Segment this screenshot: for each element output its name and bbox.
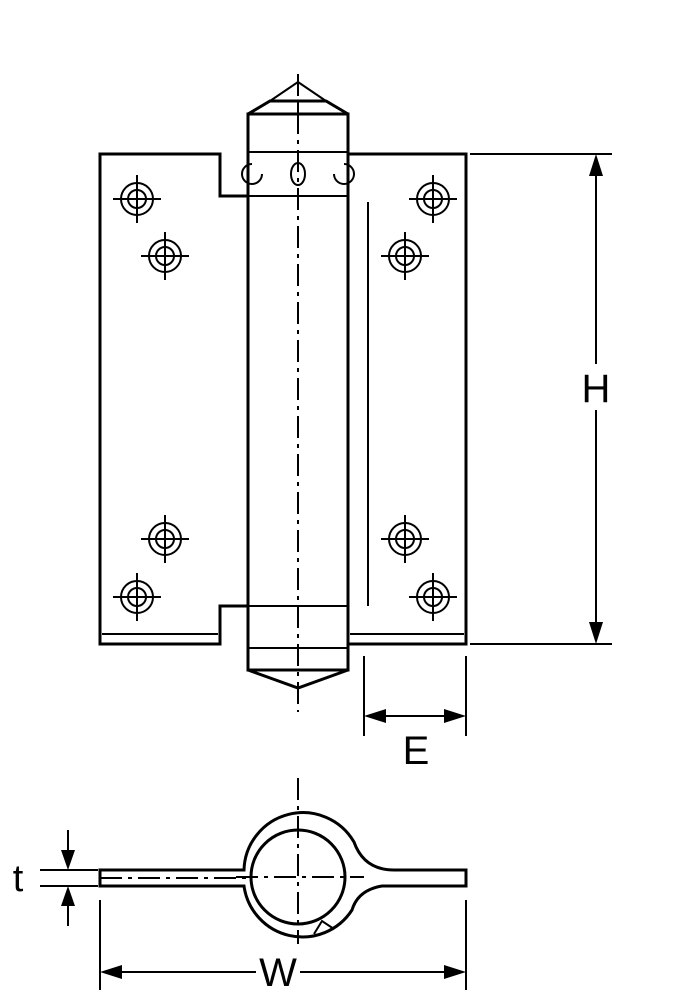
dimension-label-t: t <box>13 858 24 900</box>
dimension-width: W <box>99 900 467 995</box>
hinge-front-view <box>98 74 468 712</box>
screw-hole-icon <box>381 232 429 280</box>
screw-hole-icon <box>409 573 457 621</box>
dimension-leaf-offset: E <box>363 656 467 773</box>
screw-hole-icon <box>113 175 161 223</box>
arrowhead-up-icon <box>61 886 75 906</box>
dimension-label-e: E <box>403 729 430 773</box>
section-outline <box>98 811 468 939</box>
screw-hole-icon <box>409 175 457 223</box>
arrowhead-down-icon <box>61 850 75 870</box>
arrowhead-left-icon <box>364 709 386 723</box>
dimension-label-w: W <box>259 951 297 995</box>
right-leaf <box>348 152 468 646</box>
screw-hole-icon <box>113 573 161 621</box>
arrowhead-right-icon <box>444 709 466 723</box>
barrel-slot <box>313 919 335 935</box>
dimension-label-h: H <box>582 367 611 411</box>
arrowhead-left-icon <box>100 965 122 979</box>
top-finial <box>247 99 349 116</box>
dimension-height: H <box>470 153 612 645</box>
arrowhead-up-icon <box>589 154 603 176</box>
hinge-top-view <box>98 778 468 944</box>
left-leaf <box>98 152 248 646</box>
arrowhead-down-icon <box>589 622 603 644</box>
dimension-thickness: t <box>13 830 98 926</box>
hinge-barrel <box>241 74 355 712</box>
screw-hole-icon <box>381 515 429 563</box>
screw-hole-icon <box>141 515 189 563</box>
arrowhead-right-icon <box>444 965 466 979</box>
screw-hole-icon <box>141 232 189 280</box>
